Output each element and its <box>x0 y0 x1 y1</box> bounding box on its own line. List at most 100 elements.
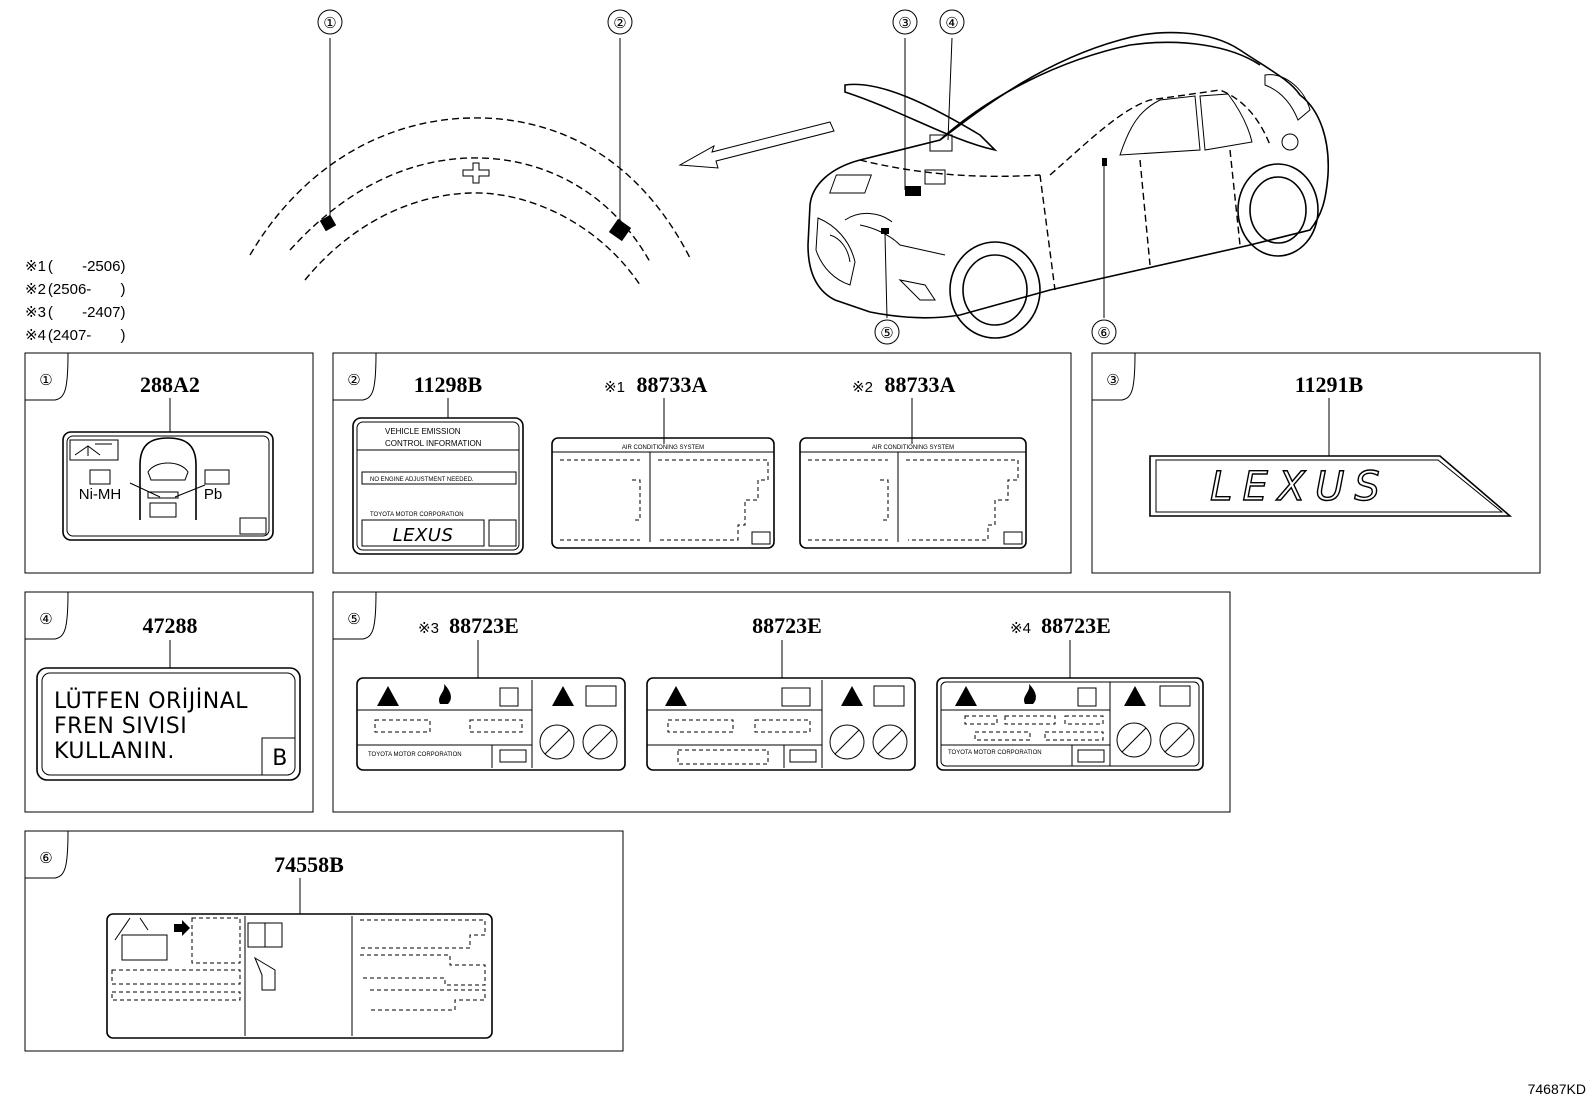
callout-5-circle <box>874 319 900 345</box>
callout-2-circle <box>607 9 633 35</box>
hood-center-mark <box>462 162 490 184</box>
svg-text:※2: ※2 <box>852 379 873 396</box>
label-6-position-marker <box>1102 158 1107 166</box>
panel-2-number: ② <box>347 372 360 389</box>
no-touch-icon <box>1159 722 1195 758</box>
svg-text:VEHICLE EMISSION: VEHICLE EMISSION <box>385 427 461 436</box>
warning-triangle-icon <box>377 686 399 706</box>
battery-icon <box>204 469 230 485</box>
hybrid-battery-label <box>62 431 274 541</box>
arrow-right-icon <box>174 920 190 936</box>
vehicle-illustration: ③ ④ ⑤ ⑥ <box>807 9 1330 345</box>
svg-text:KULLANIN.: KULLANIN. <box>54 739 175 764</box>
panel-2-part-number-b: 88733A <box>637 372 708 397</box>
lexus-emblem-plate <box>1149 455 1513 517</box>
panel-1: ① 288A2 Ni-MH Pb <box>24 352 314 574</box>
panel-5-part-number-a: 88723E <box>449 613 519 638</box>
ac-label-2 <box>799 437 1027 549</box>
label-2-position-marker <box>608 218 632 242</box>
panel-4-part-number: 47288 <box>143 613 198 638</box>
battery-icon <box>121 934 168 961</box>
svg-text:TOYOTA MOTOR CORPORATION: TOYOTA MOTOR CORPORATION <box>948 750 1042 756</box>
panel-5: ⑤ ※3 88723E TOYOTA MOTOR CORPORATION 887… <box>332 591 1231 813</box>
drawing-code: 74687KD <box>1528 1081 1586 1097</box>
brake-fluid-label <box>36 667 301 781</box>
panel-6-number: ⑥ <box>39 850 52 867</box>
svg-text:B: B <box>272 746 288 771</box>
battery-icon <box>89 469 111 485</box>
callout-5-number: ⑤ <box>880 325 893 342</box>
callout-1-circle <box>317 9 343 35</box>
hood-detail-view: ① ② <box>249 9 691 286</box>
svg-text:CONTROL INFORMATION: CONTROL INFORMATION <box>385 439 482 448</box>
flame-icon <box>439 684 451 704</box>
callout-3-circle <box>892 9 918 35</box>
lexus-logo: LEXUS <box>1210 464 1390 510</box>
panel-3: ③ 11291B LEXUS <box>1091 352 1541 574</box>
callout-4-circle <box>939 9 965 35</box>
hybrid-warning-label-c <box>936 677 1204 771</box>
panel-4-number: ④ <box>39 611 52 628</box>
panel-1-number: ① <box>39 372 52 389</box>
panel-4: ④ 47288 LÜTFEN ORİJİNAL FREN SIVISI KULL… <box>24 591 314 813</box>
hand-icon <box>253 956 276 991</box>
flame-icon <box>1024 684 1036 704</box>
panel-5-part-number-b: 88723E <box>752 613 822 638</box>
no-touch-icon <box>829 724 865 760</box>
svg-text:TOYOTA MOTOR CORPORATION: TOYOTA MOTOR CORPORATION <box>370 512 464 518</box>
svg-text:※2(2506- ): ※2(2506- ) <box>25 281 125 298</box>
callout-2-number: ② <box>613 15 626 32</box>
warning-triangle-icon <box>955 686 977 706</box>
panel-1-part-number: 288A2 <box>140 372 200 397</box>
warning-triangle-icon <box>1124 686 1146 706</box>
panel-3-number: ③ <box>1106 372 1119 389</box>
hybrid-warning-label-b <box>646 677 916 771</box>
hood-mid-edge <box>289 157 651 263</box>
svg-text:Pb: Pb <box>204 486 222 503</box>
warning-triangle-icon <box>665 686 687 706</box>
battery-caution-label <box>106 913 493 1039</box>
panel-6: ⑥ 74558B <box>24 830 624 1052</box>
svg-text:LÜTFEN ORİJİNAL: LÜTFEN ORİJİNAL <box>54 688 248 714</box>
callout-1-number: ① <box>323 15 336 32</box>
panel-5-number: ⑤ <box>347 611 360 628</box>
warning-triangle-icon <box>552 686 574 706</box>
hood-outer-edge <box>249 117 691 259</box>
engine-icon <box>781 687 811 707</box>
ac-label-1 <box>551 437 775 549</box>
panel-2: ② 11298B VEHICLE EMISSION CONTROL INFORM… <box>332 352 1072 574</box>
svg-text:NO ENGINE ADJUSTMENT NEEDED: NO ENGINE ADJUSTMENT NEEDED. <box>370 477 474 483</box>
callout-3-number: ③ <box>898 15 911 32</box>
svg-text:※4: ※4 <box>1010 620 1031 637</box>
manual-book-icon <box>69 439 119 461</box>
svg-text:※1: ※1 <box>604 379 625 396</box>
lexus-logo: LEXUS <box>393 525 454 546</box>
svg-text:※4(2407- ): ※4(2407- ) <box>25 327 125 344</box>
panel-3-part-number: 11291B <box>1295 372 1364 397</box>
no-touch-icon <box>582 724 618 760</box>
panel-6-part-number: 74558B <box>274 852 344 877</box>
svg-text:※1( -2506): ※1( -2506) <box>25 258 125 275</box>
warning-triangle-icon <box>841 686 863 706</box>
label-1-position-marker <box>319 214 337 232</box>
callout-6-number: ⑥ <box>1097 325 1110 342</box>
svg-text:TOYOTA MOTOR CORPORATION: TOYOTA MOTOR CORPORATION <box>368 752 462 758</box>
direction-arrow <box>678 121 835 169</box>
svg-text:※3: ※3 <box>418 620 439 637</box>
callout-6-circle <box>1091 319 1117 345</box>
hybrid-warning-label-a <box>356 677 626 771</box>
manual-book-icon <box>585 685 617 707</box>
date-notes: ※1( -2506) ※2(2506- ) ※3( -2407) ※4(2407… <box>25 258 125 344</box>
car-topview-icon <box>139 437 197 520</box>
manual-book-icon <box>1159 685 1191 707</box>
svg-text:※3( -2407): ※3( -2407) <box>25 304 125 321</box>
hood-inner-edge <box>304 192 641 286</box>
panel-2-part-number-a: 11298B <box>414 372 483 397</box>
panel-5-part-number-c: 88723E <box>1041 613 1111 638</box>
callout-4-number: ④ <box>945 15 958 32</box>
svg-text:AIR CONDITIONING SYSTEM: AIR CONDITIONING SYSTEM <box>622 445 704 451</box>
svg-text:AIR CONDITIONING SYSTEM: AIR CONDITIONING SYSTEM <box>872 445 954 451</box>
no-touch-icon <box>1116 722 1152 758</box>
panel-2-part-number-c: 88733A <box>885 372 956 397</box>
